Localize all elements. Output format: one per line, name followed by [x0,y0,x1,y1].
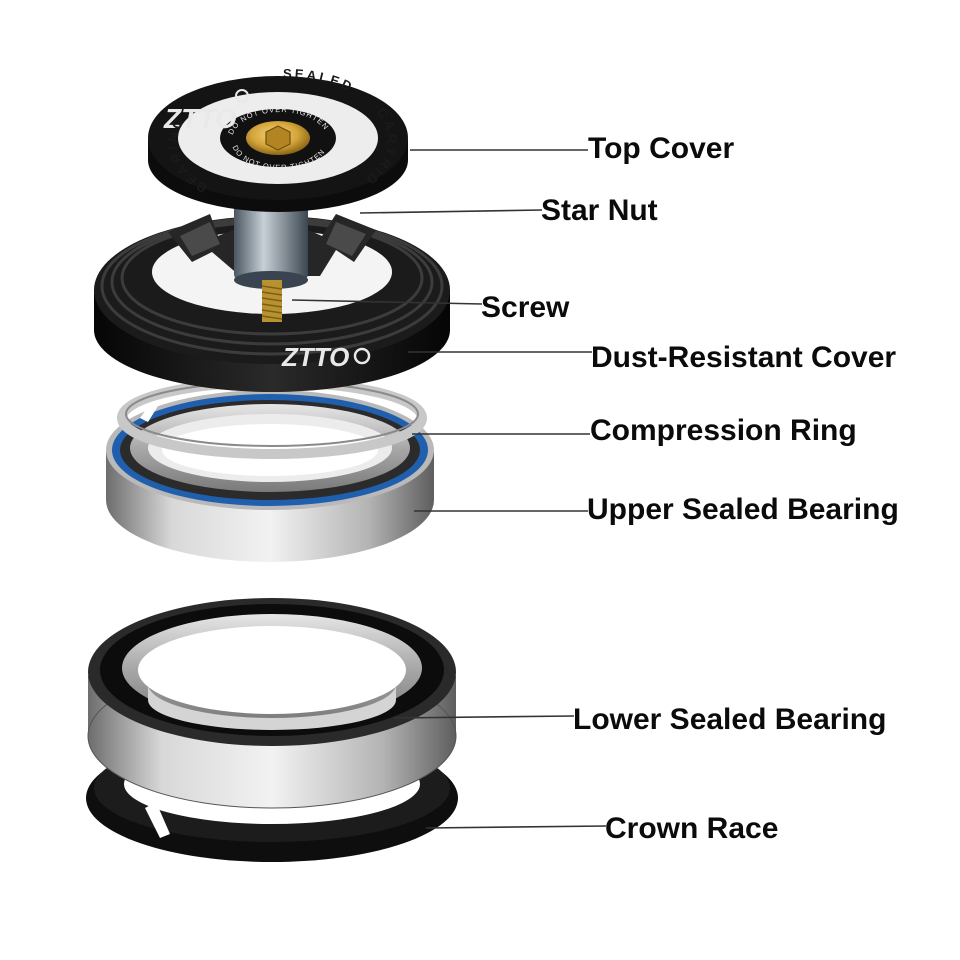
label-top-cover: Top Cover [588,132,734,165]
label-crown-race: Crown Race [605,812,778,845]
screw [234,200,308,322]
leader-star-nut [359,209,543,214]
label-dust-resistant-cover: Dust-Resistant Cover [591,341,896,374]
leader-screw [291,299,483,305]
label-upper-sealed-bearing: Upper Sealed Bearing [587,493,899,526]
upper-sealed-bearing [106,390,434,562]
leader-lines [291,149,607,829]
label-star-nut: Star Nut [541,194,658,227]
leader-lower-bearing [393,715,575,719]
lower-sealed-bearing [87,598,457,809]
label-compression-ring: Compression Ring [590,414,857,447]
labels: Top Cover Star Nut Screw Dust-Resistant … [481,132,899,845]
label-lower-sealed-bearing: Lower Sealed Bearing [573,703,886,736]
top-cover-brand: ZTTO [163,103,237,134]
top-cover-ring-text-left: BEARINGS [0,0,210,196]
leader-crown-race [425,825,607,829]
top-cover: ZTTO SEALED CARTRIDGE BEARINGS DO NOT OV… [0,0,408,212]
dust-cover-brand: ZTTO [281,342,349,372]
label-screw: Screw [481,291,570,324]
